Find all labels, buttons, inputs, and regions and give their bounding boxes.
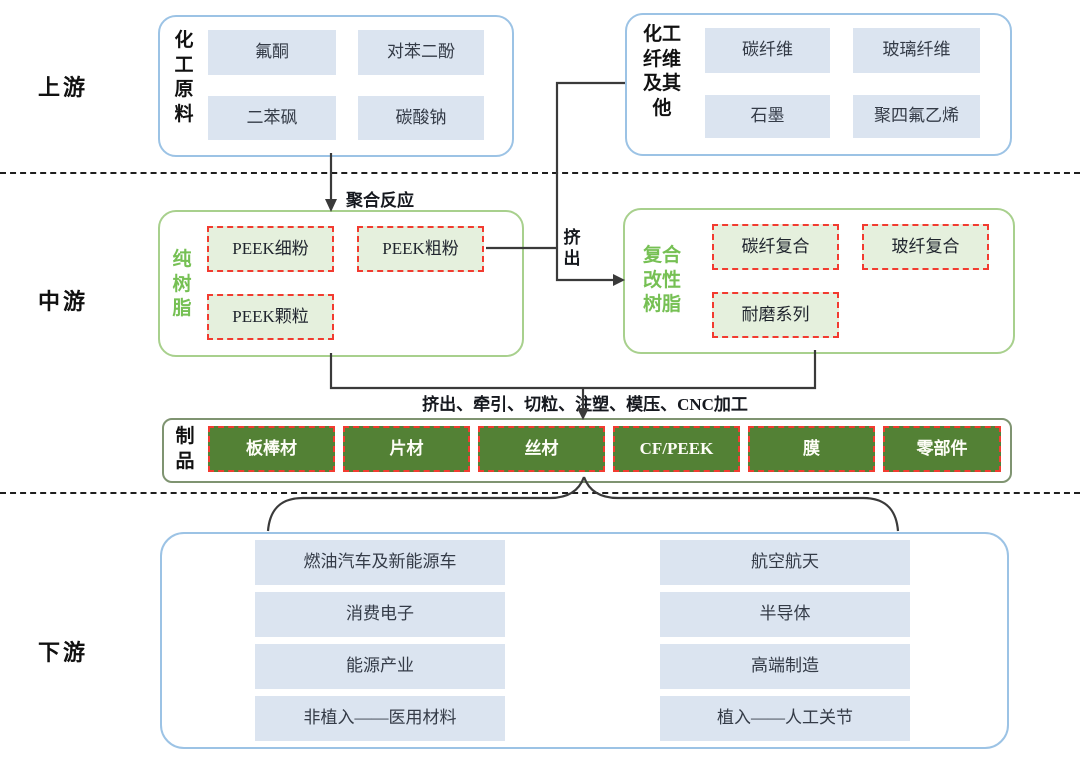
node-implant-artificial-joint: 植入——人工关节 bbox=[660, 696, 910, 741]
node-peek-granules: PEEK颗粒 bbox=[207, 294, 334, 340]
node-sodium-carbonate: 碳酸钠 bbox=[358, 96, 484, 140]
node-film: 膜 bbox=[748, 426, 875, 472]
stage-label-midstream: 中游 bbox=[38, 289, 89, 314]
node-glass-fiber-composite: 玻纤复合 bbox=[862, 224, 989, 270]
node-glass-fiber: 玻璃纤维 bbox=[853, 28, 980, 73]
node-fluoroketone: 氟酮 bbox=[208, 30, 336, 75]
node-carbon-fiber: 碳纤维 bbox=[705, 28, 830, 73]
stage-label-upstream: 上游 bbox=[38, 75, 89, 100]
brace-left-arm bbox=[266, 476, 586, 532]
group-label-chemical-fibers: 化工纤维及其他 bbox=[642, 24, 681, 120]
node-automotive: 燃油汽车及新能源车 bbox=[255, 540, 505, 585]
node-consumer-electronics: 消费电子 bbox=[255, 592, 505, 637]
node-carbon-fiber-composite: 碳纤复合 bbox=[712, 224, 839, 270]
node-peek-coarse-powder: PEEK粗粉 bbox=[357, 226, 484, 272]
process-label-polymerization: 聚合反应 bbox=[346, 191, 414, 210]
node-hydroquinone: 对苯二酚 bbox=[358, 30, 484, 75]
node-cf-peek: CF/PEEK bbox=[613, 426, 740, 472]
group-label-composite-resin: 复合改性树脂 bbox=[642, 245, 681, 316]
node-energy-industry: 能源产业 bbox=[255, 644, 505, 689]
group-label-pure-resin: 纯树脂 bbox=[172, 249, 192, 320]
node-parts: 零部件 bbox=[883, 426, 1001, 472]
brace-right-arm bbox=[582, 476, 900, 532]
process-label-extrusion: 挤出 bbox=[563, 228, 581, 269]
node-aerospace: 航空航天 bbox=[660, 540, 910, 585]
process-label-forming: 挤出、牵引、切粒、注塑、模压、CNC加工 bbox=[422, 395, 748, 414]
node-filament: 丝材 bbox=[478, 426, 605, 472]
node-high-end-manufacturing: 高端制造 bbox=[660, 644, 910, 689]
node-semiconductor: 半导体 bbox=[660, 592, 910, 637]
node-peek-fine-powder: PEEK细粉 bbox=[207, 226, 334, 272]
node-graphite: 石墨 bbox=[705, 95, 830, 138]
node-wear-resistant-series: 耐磨系列 bbox=[712, 292, 839, 338]
node-non-implant-medical: 非植入——医用材料 bbox=[255, 696, 505, 741]
node-ptfe: 聚四氟乙烯 bbox=[853, 95, 980, 138]
stage-label-downstream: 下游 bbox=[38, 640, 89, 665]
upstream-midstream-divider bbox=[0, 172, 1080, 174]
node-plate-rod: 板棒材 bbox=[208, 426, 335, 472]
midstream-downstream-divider bbox=[0, 492, 1080, 494]
group-label-chemical-raw-materials: 化工原料 bbox=[174, 30, 194, 126]
node-sheet: 片材 bbox=[343, 426, 470, 472]
node-diphenyl-sulfone: 二苯砜 bbox=[208, 96, 336, 140]
group-label-products: 制品 bbox=[175, 426, 195, 472]
